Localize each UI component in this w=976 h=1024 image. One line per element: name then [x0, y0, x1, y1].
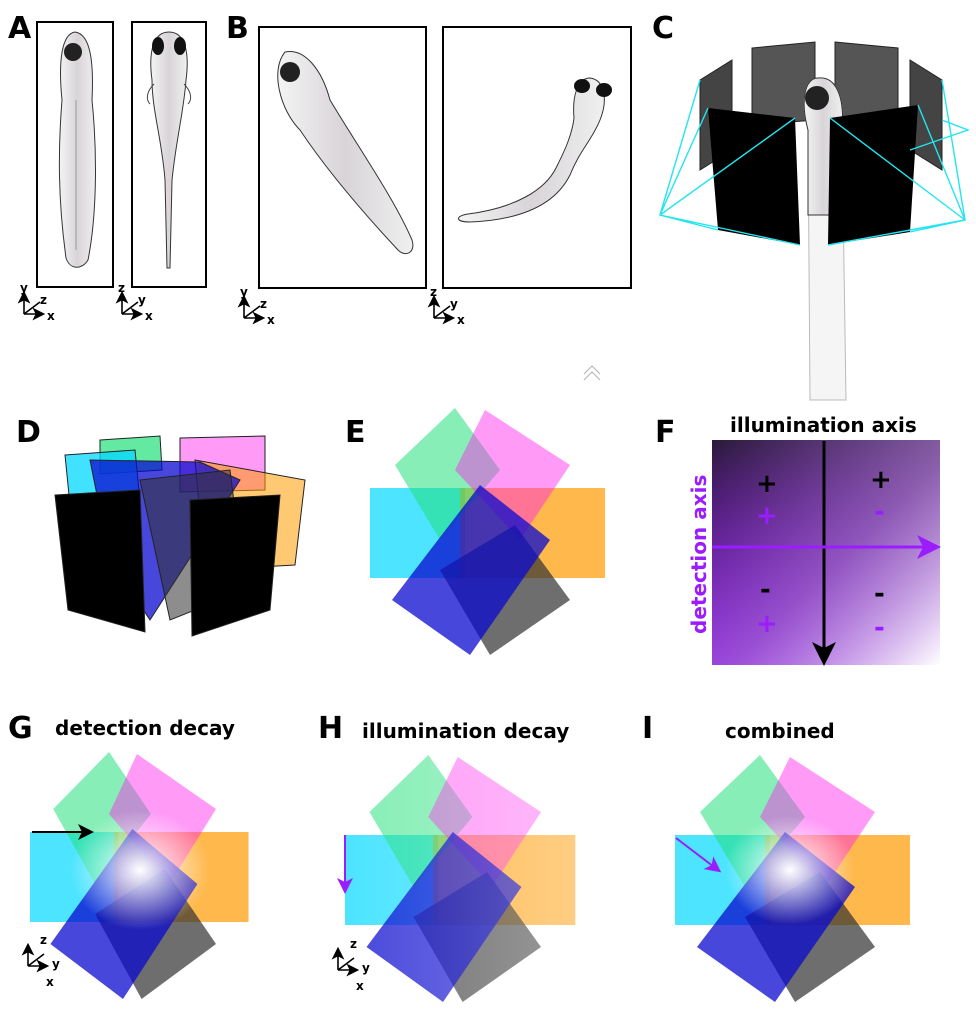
axis-label: y: [52, 957, 60, 971]
sign-tl-illumination: +: [756, 469, 778, 499]
axis-label: x: [267, 313, 275, 327]
fish-dorsal-bent: [458, 77, 612, 223]
axis-label: z: [260, 297, 267, 311]
axis-label: x: [47, 309, 55, 323]
frame-a-dorsal: [131, 21, 207, 288]
illumination-axis-title: illumination axis: [730, 413, 917, 437]
detection-decay-title: detection decay: [55, 716, 235, 740]
panel-label-i: I: [642, 711, 653, 746]
fish-lateral-rotated: [277, 51, 414, 255]
sign-br-detection: -: [874, 613, 885, 643]
axis-label: z: [40, 933, 47, 947]
eye-icon: [64, 43, 82, 61]
fish-dorsal: [146, 31, 192, 269]
axis-triad-b2: z y x: [430, 285, 465, 327]
axis-label: y: [450, 297, 458, 311]
axis-label: x: [46, 975, 54, 989]
sign-quadrant-map: + + + - - + - -: [712, 440, 941, 666]
axis-label: x: [145, 309, 153, 323]
camera-lines: [659, 79, 971, 246]
panel-label-d: D: [16, 415, 41, 450]
axis-label: y: [138, 293, 146, 307]
axis-triad-h: z y x: [338, 937, 370, 993]
combined-title: combined: [725, 719, 835, 743]
illumination-decay-diagram: [337, 755, 585, 1005]
illumination-decay-title: illumination decay: [362, 719, 569, 743]
sign-bl-illumination: -: [760, 575, 771, 605]
axis-label: y: [240, 285, 248, 299]
axis-label: x: [457, 313, 465, 327]
frame-b-lateral: [258, 26, 427, 289]
detection-axis-label: detection axis: [687, 475, 711, 634]
panel-label-b: B: [226, 11, 249, 46]
chevron-up-icon[interactable]: [583, 365, 601, 381]
panel-label-g: G: [8, 711, 33, 746]
axis-label: z: [118, 281, 125, 295]
panel-label-a: A: [8, 11, 32, 46]
axis-label: y: [362, 961, 370, 975]
view-overlap-diagram: [370, 408, 605, 655]
axis-triad-a1: y z x: [20, 281, 55, 323]
axis-label: y: [20, 281, 28, 295]
sign-tl-detection: +: [756, 501, 778, 531]
axis-label: z: [430, 285, 437, 299]
panel-label-e: E: [345, 415, 366, 450]
view-boxes-3d: [54, 435, 306, 637]
axis-triad-b1: y z x: [240, 285, 275, 327]
axis-triad-g: z y x: [28, 933, 60, 989]
sign-br-illumination: -: [874, 579, 885, 609]
combined-decay-diagram: [675, 755, 910, 1002]
detection-decay-diagram: [30, 752, 249, 999]
frame-a-lateral: [36, 21, 114, 288]
fish-lateral: [58, 31, 96, 268]
axis-triad-a2: z y x: [118, 281, 153, 323]
frame-b-dorsal: [442, 26, 632, 289]
axis-label: z: [350, 937, 357, 951]
axis-label: z: [40, 293, 47, 307]
sign-bl-detection: +: [756, 609, 778, 639]
sign-tr-illumination: +: [870, 465, 892, 495]
axis-label: x: [356, 979, 364, 993]
panel-label-f: F: [655, 415, 676, 450]
panel-label-c: C: [652, 11, 674, 46]
sign-tr-detection: -: [874, 497, 885, 527]
light-sheet-setup: [659, 41, 971, 401]
panel-label-h: H: [318, 711, 343, 746]
